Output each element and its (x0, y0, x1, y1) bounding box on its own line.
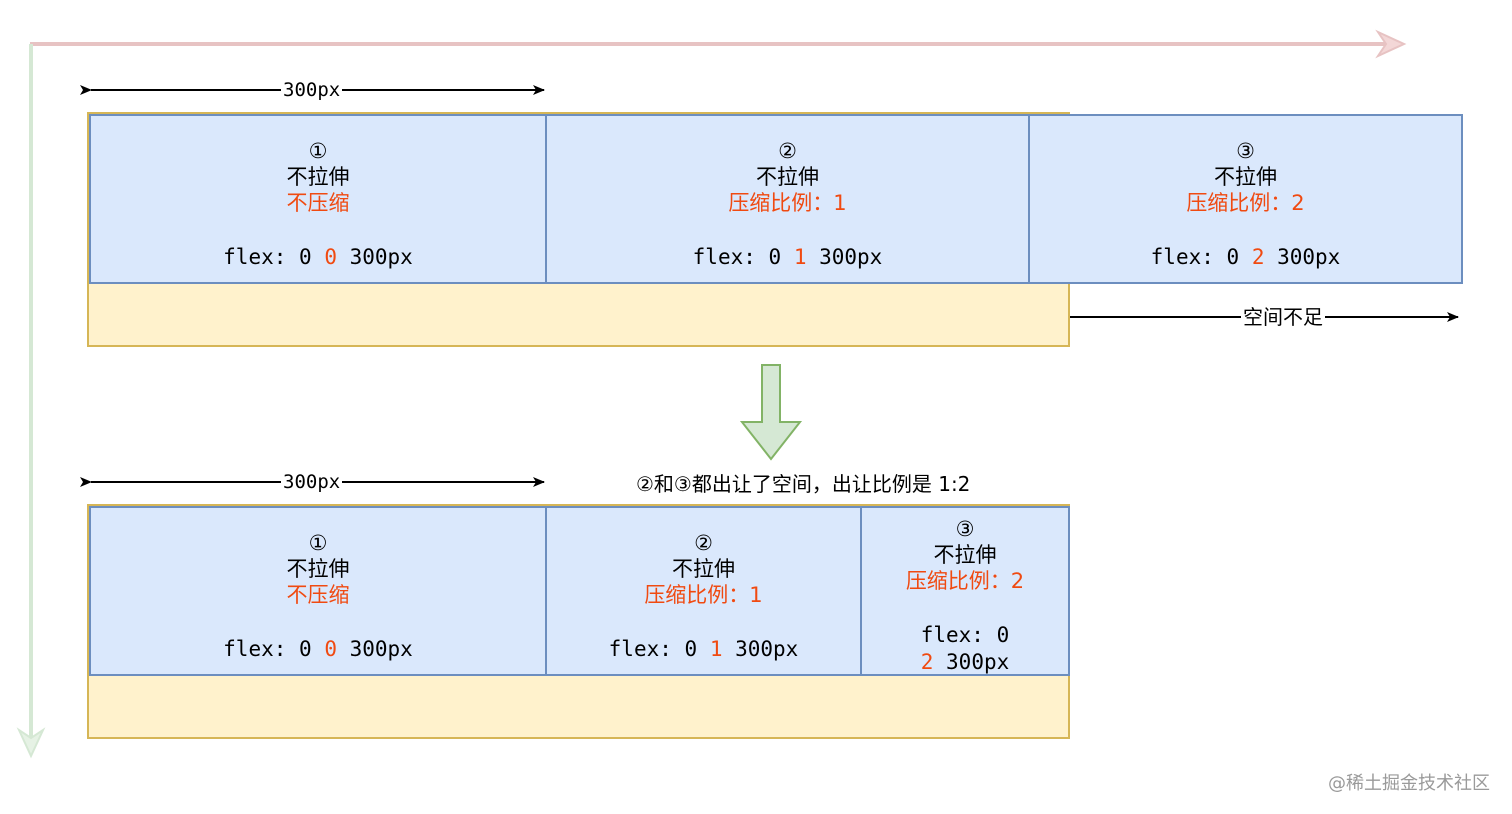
item-shrink-text: 压缩比例：2 (1186, 191, 1305, 215)
bottom-flex-item-2: ② 不拉伸 压缩比例：1 flex: 0 1 300px (545, 506, 862, 676)
down-arrow-icon (739, 364, 803, 461)
item-flex-rule: flex: 0 0 300px (91, 636, 545, 662)
item-flex-rule-line1: flex: 0 (920, 623, 1010, 647)
item-shrink-text: 不压缩 (286, 583, 350, 607)
item-flex-rule: flex: 0 2 300px (1030, 244, 1461, 270)
item-number: ② (694, 531, 713, 555)
shortage-label: 空间不足 (1241, 305, 1325, 329)
y-axis-arrow (16, 44, 46, 759)
flex-basis: 300px (1264, 245, 1341, 269)
x-axis-arrow (30, 29, 1407, 59)
item-number: ① (308, 139, 328, 163)
flex-prefix: flex: 0 (692, 245, 794, 269)
flex-shrink-value: 0 (324, 637, 337, 661)
flex-shrink-value: 1 (709, 637, 723, 661)
flex-prefix: flex: 0 (223, 245, 325, 269)
top-flex-item-2: ② 不拉伸 压缩比例：1 flex: 0 1 300px (545, 114, 1030, 284)
item-grow-text: 不拉伸 (1214, 165, 1277, 189)
item-flex-rule: flex: 0 1 300px (547, 244, 1028, 270)
item-shrink-text: 压缩比例：2 (905, 569, 1025, 593)
bottom-flex-item-1: ① 不拉伸 不压缩 flex: 0 0 300px (89, 506, 547, 676)
top-width-label: 300px (281, 78, 343, 102)
item-grow-text: 不拉伸 (286, 557, 350, 581)
bottom-flex-item-3: ③ 不拉伸 压缩比例：2 flex: 0 2 300px (860, 506, 1070, 676)
flex-prefix: flex: 0 (1150, 245, 1252, 269)
item-shrink-text: 不压缩 (286, 191, 350, 215)
item-grow-text: 不拉伸 (286, 165, 350, 189)
item-grow-text: 不拉伸 (756, 165, 819, 189)
item-shrink-text: 压缩比例：1 (728, 191, 847, 215)
bottom-width-label: 300px (281, 470, 343, 494)
item-shrink-text: 压缩比例：1 (644, 583, 763, 607)
item-number: ① (308, 531, 328, 555)
item-flex-rule: flex: 0 0 300px (91, 244, 545, 270)
item-flex-rule-line2: 2 300px (862, 649, 1068, 675)
flex-basis: 300px (722, 637, 799, 661)
shrink-ratio-note: ②和③都出让了空间，出让比例是 1:2 (636, 472, 971, 496)
flex-basis: 300px (933, 650, 1010, 674)
item-grow-text: 不拉伸 (933, 543, 997, 567)
flex-basis: 300px (336, 245, 413, 269)
item-grow-text: 不拉伸 (672, 557, 735, 581)
watermark: @稀土掘金技术社区 (1328, 773, 1490, 794)
flex-basis: 300px (806, 245, 883, 269)
flex-shrink-value: 2 (1251, 245, 1265, 269)
item-number: ③ (1236, 139, 1255, 163)
flex-shrink-value: 2 (920, 650, 934, 674)
flex-prefix: flex: 0 (223, 637, 325, 661)
item-number: ③ (955, 517, 975, 541)
top-flex-item-1: ① 不拉伸 不压缩 flex: 0 0 300px (89, 114, 547, 284)
item-flex-rule: flex: 0 1 300px (547, 636, 860, 662)
flex-prefix: flex: 0 (608, 637, 710, 661)
flex-basis: 300px (336, 637, 413, 661)
item-number: ② (778, 139, 797, 163)
flex-shrink-value: 0 (324, 245, 337, 269)
flex-shrink-value: 1 (793, 245, 807, 269)
top-flex-item-3: ③ 不拉伸 压缩比例：2 flex: 0 2 300px (1028, 114, 1463, 284)
